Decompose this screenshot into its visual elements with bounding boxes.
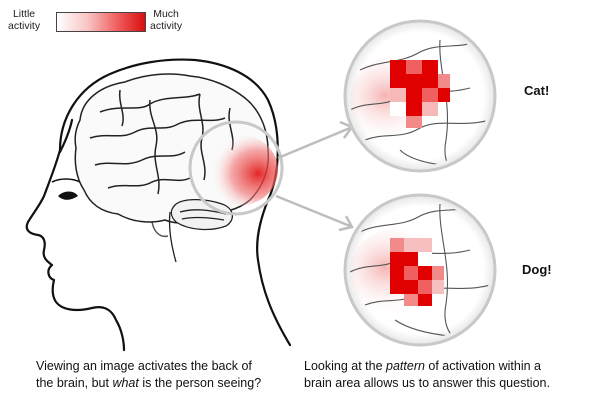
caption-left-line2-em: what: [112, 376, 139, 390]
caption-left: Viewing an image activates the back of t…: [36, 358, 261, 392]
zoom-circle-cat: [343, 19, 497, 173]
caption-right-line1-pre: Looking at the: [304, 359, 387, 373]
legend-high-label-line1: Much: [153, 8, 179, 20]
legend-low-label: Little activity: [8, 8, 40, 32]
activation-pattern-dog: [390, 238, 444, 306]
outcome-label-dog: Dog!: [522, 262, 552, 277]
caption-right-line1-em: pattern: [386, 359, 425, 373]
arrow-to-dog: [275, 194, 354, 232]
caption-right-line1: Looking at the pattern of activation wit…: [304, 358, 550, 375]
cerebellum: [170, 198, 233, 231]
activity-color-scale: [56, 12, 146, 32]
zoom-circle-dog: [343, 193, 497, 347]
legend-high-label-line2: activity: [150, 20, 183, 32]
caption-right-line1-post: of activation within a: [424, 359, 541, 373]
caption-left-line2-post: is the person seeing?: [138, 376, 262, 390]
region-of-interest-circle: [188, 120, 284, 216]
eye-shape: [58, 191, 78, 200]
brow-line: [51, 178, 81, 183]
arrow-to-cat: [277, 120, 354, 160]
activation-pattern-cat: [390, 60, 450, 128]
head-outline: [25, 58, 292, 352]
caption-left-line2: the brain, but what is the person seeing…: [36, 375, 261, 392]
caption-left-line1: Viewing an image activates the back of: [36, 359, 252, 373]
legend-low-label-line1: Little: [12, 8, 36, 20]
caption-right-line2: brain area allows us to answer this ques…: [304, 376, 550, 390]
brain-stem: [168, 211, 177, 263]
visual-cortex-activation: [198, 134, 278, 206]
legend-low-label-line2: activity: [8, 20, 41, 32]
legend-high-label: Much activity: [150, 8, 182, 32]
caption-right: Looking at the pattern of activation wit…: [304, 358, 550, 392]
caption-left-line2-pre: the brain, but: [36, 376, 113, 390]
outcome-label-cat: Cat!: [524, 83, 550, 98]
